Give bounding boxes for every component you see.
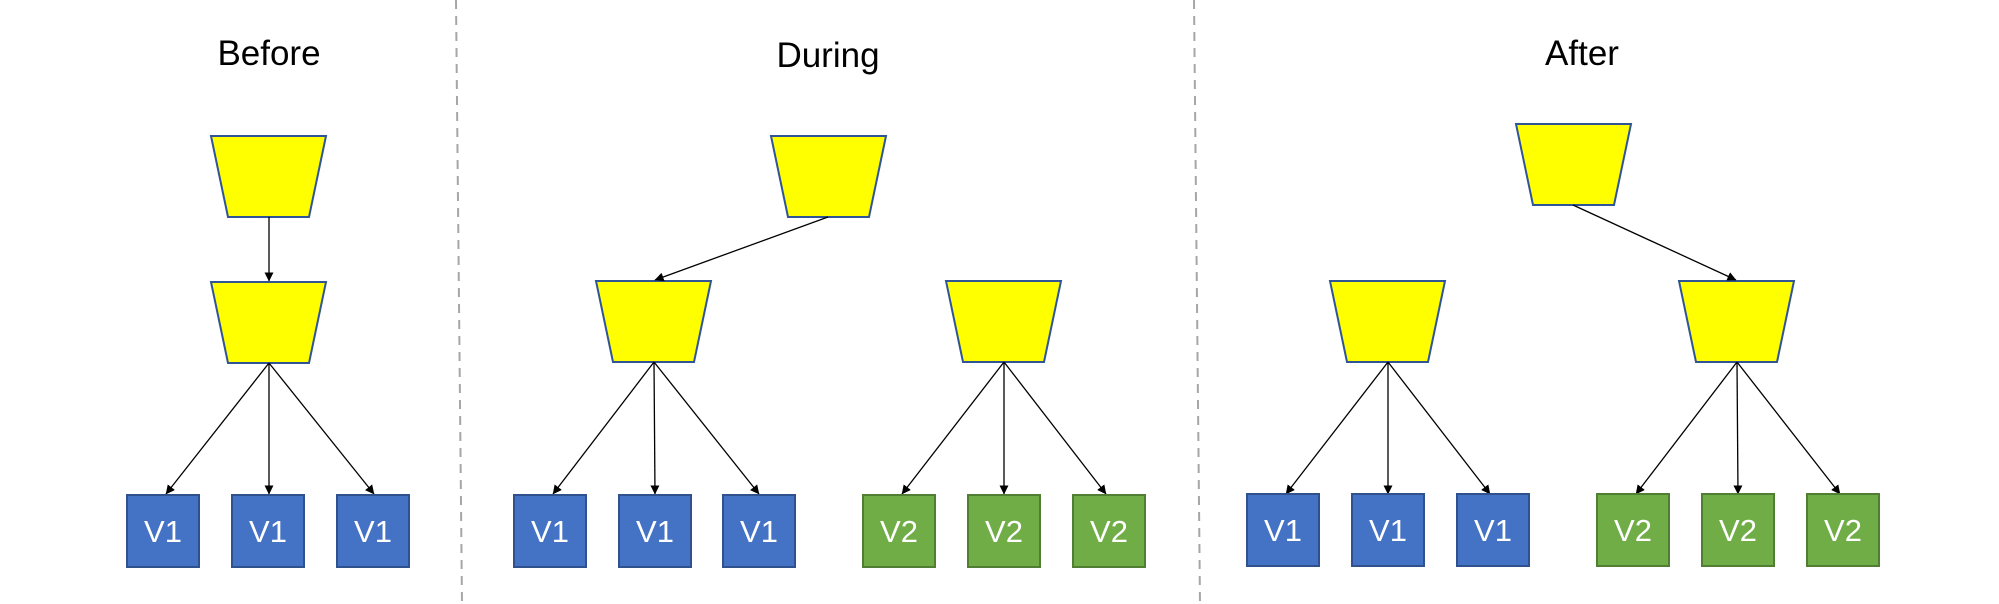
panel-during: During V1 V1 V1 V2 V2 (513, 36, 1146, 568)
load-balancer-v1 (209, 281, 328, 364)
instance-v1: V1 (1246, 493, 1320, 567)
arrow-to-instance-5 (1733, 361, 1743, 495)
instance-v2: V2 (1072, 494, 1146, 568)
arrow-to-instance-6 (1736, 361, 1841, 495)
arrow-top-to-v1-balancer (654, 216, 829, 282)
instance-label: V1 (531, 514, 569, 549)
instance-box (231, 494, 305, 568)
arrow-to-instance-3 (1387, 361, 1491, 495)
arrow-to-instance-4 (901, 361, 1005, 495)
arrow-to-instance-6 (1003, 361, 1107, 495)
arrow-to-instance-3 (653, 361, 760, 495)
instance-label: V2 (1090, 514, 1128, 549)
load-balancer-v2 (944, 280, 1063, 363)
instance-label: V2 (985, 514, 1023, 549)
instance-box (862, 494, 936, 568)
instance-label: V1 (1474, 513, 1512, 548)
instance-label: V2 (1614, 513, 1652, 548)
arrow-to-instance-1 (552, 361, 655, 495)
instance-box (336, 494, 410, 568)
instance-label: V1 (354, 514, 392, 549)
arrow-to-instance-4 (1635, 361, 1738, 495)
load-balancer-top (1514, 123, 1633, 206)
instance-box (618, 494, 692, 568)
arrow-to-instance-1 (1285, 361, 1389, 495)
instance-v1: V1 (231, 494, 305, 568)
instance-box (1701, 493, 1775, 567)
instance-v1: V1 (1351, 493, 1425, 567)
instance-label: V2 (880, 514, 918, 549)
instance-label: V2 (1824, 513, 1862, 548)
load-balancer-v2 (1677, 280, 1796, 363)
instance-box (1456, 493, 1530, 567)
panel-after: After V1 V1 V1 V2 V2 (1246, 34, 1880, 567)
instance-label: V1 (249, 514, 287, 549)
arrow-to-instance-1 (165, 362, 270, 495)
instance-v1: V1 (126, 494, 200, 568)
panel-before: Before V1 V1 V1 (126, 34, 410, 568)
instance-label: V1 (144, 514, 182, 549)
panel-title-after: After (1545, 34, 1619, 73)
instance-box (1246, 493, 1320, 567)
instance-v2: V2 (1701, 493, 1775, 567)
instance-v1: V1 (513, 494, 587, 568)
instance-box (1072, 494, 1146, 568)
panel-divider-right (1193, 0, 1201, 604)
instance-label: V1 (1264, 513, 1302, 548)
instance-label: V1 (636, 514, 674, 549)
instance-v1: V1 (336, 494, 410, 568)
arrow-top-to-v2-balancer (1572, 204, 1737, 281)
instance-box (513, 494, 587, 568)
instance-box (126, 494, 200, 568)
instance-label: V2 (1719, 513, 1757, 548)
instance-v2: V2 (1596, 493, 1670, 567)
load-balancer-v1 (1328, 280, 1447, 363)
instance-v1: V1 (618, 494, 692, 568)
load-balancer-top (209, 135, 328, 218)
instance-box (967, 494, 1041, 568)
instance-v1: V1 (722, 494, 796, 568)
instance-box (1351, 493, 1425, 567)
panel-title-before: Before (217, 34, 320, 73)
instance-label: V1 (1369, 513, 1407, 548)
instance-box (1596, 493, 1670, 567)
instance-label: V1 (740, 514, 778, 549)
arrow-to-instance-2 (650, 361, 660, 495)
arrow-to-instance-3 (268, 362, 375, 495)
panel-divider-left (455, 0, 463, 604)
instance-v2: V2 (862, 494, 936, 568)
instance-v2: V2 (1806, 493, 1880, 567)
instance-v2: V2 (967, 494, 1041, 568)
instance-box (722, 494, 796, 568)
instance-box (1806, 493, 1880, 567)
load-balancer-top (769, 135, 888, 218)
instance-v1: V1 (1456, 493, 1530, 567)
load-balancer-v1 (594, 280, 713, 363)
panel-title-during: During (776, 36, 879, 75)
